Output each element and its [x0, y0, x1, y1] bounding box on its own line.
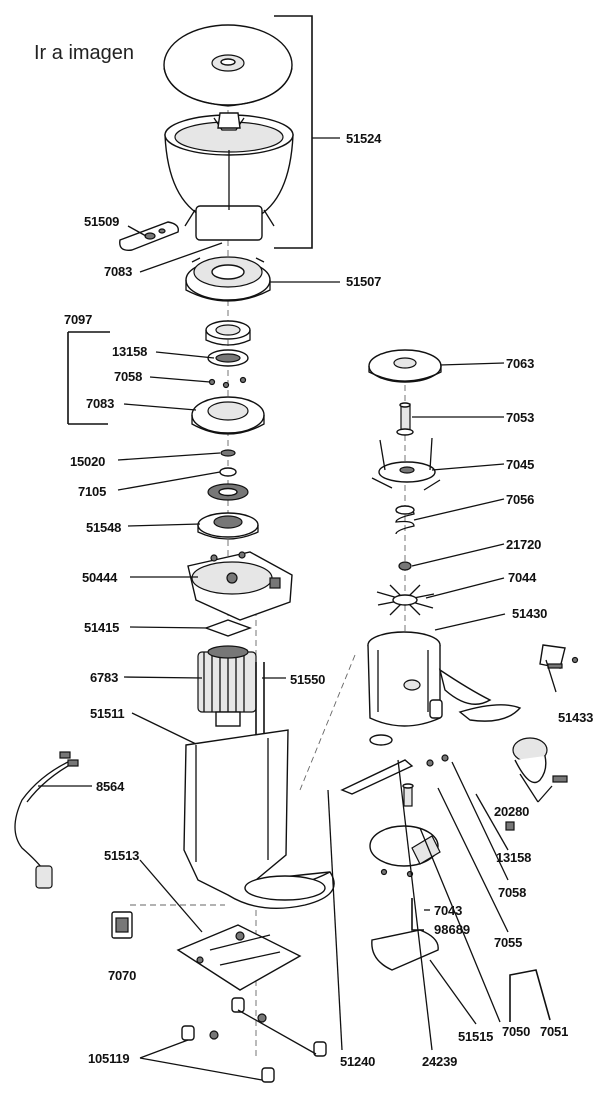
label-7070: 7070: [108, 968, 136, 983]
label-98689: 98689: [434, 922, 470, 937]
label-50444: 50444: [82, 570, 118, 585]
gasket-51415: [203, 619, 253, 637]
disc-7043: [369, 825, 441, 878]
label-7105: 7105: [78, 484, 106, 499]
feet-105119: [181, 997, 327, 1083]
pin-7058-right: [402, 783, 414, 807]
switch-7070: [111, 911, 133, 939]
label-13158-right: 13158: [496, 850, 531, 865]
label-7083-mid: 7083: [86, 396, 114, 411]
label-8564: 8564: [96, 779, 125, 794]
label-105119: 105119: [88, 1051, 129, 1066]
motor-6783: [197, 645, 257, 727]
label-7058-right: 7058: [498, 885, 526, 900]
lower-burr-51548: [197, 512, 259, 540]
label-21720: 21720: [506, 537, 541, 552]
label-51511: 51511: [90, 706, 124, 721]
bracket-7097: [67, 331, 110, 425]
label-7043: 7043: [434, 903, 462, 918]
doser-flaps: [438, 668, 522, 722]
label-15020: 15020: [70, 454, 105, 469]
label-7051: 7051: [540, 1024, 568, 1039]
upper-burr: [205, 320, 251, 346]
shaft-7053: [396, 402, 414, 436]
label-7058-left: 7058: [114, 369, 142, 384]
base-plate-51513: [176, 924, 302, 991]
hopper-lid: [163, 24, 293, 107]
star-7044: [376, 584, 435, 616]
power-cable-8564: [14, 751, 79, 889]
go-to-image-link[interactable]: Ir a imagen: [34, 42, 134, 64]
burr-holder-7083: [191, 396, 265, 435]
label-24239: 24239: [422, 1054, 457, 1069]
bracket-51524: [274, 15, 313, 249]
label-51507: 51507: [346, 274, 381, 289]
burr-carrier-ring: [185, 256, 271, 302]
label-51550: 51550: [290, 672, 325, 687]
label-7045: 7045: [506, 457, 534, 472]
label-51509: 51509: [84, 214, 119, 229]
lever-20280: [512, 737, 568, 784]
motor-support-50444: [187, 551, 293, 621]
label-7097: 7097: [64, 312, 92, 327]
label-51548: 51548: [86, 520, 121, 535]
label-51515: 51515: [458, 1029, 493, 1044]
label-7063: 7063: [506, 356, 534, 371]
grinder-body-51511: [183, 729, 335, 909]
label-51524: 51524: [346, 131, 382, 146]
label-51513: 51513: [104, 848, 139, 863]
lever-assembly: [340, 734, 449, 795]
bearing-ring: [207, 483, 249, 501]
label-7053: 7053: [506, 410, 534, 425]
dosing-lid-7063: [368, 349, 442, 383]
washer-7105: [219, 467, 237, 477]
star-7045: [371, 437, 441, 491]
nut-21720: [398, 561, 412, 571]
label-51415: 51415: [84, 620, 119, 635]
spring-axis: [299, 654, 356, 791]
label-7055: 7055: [494, 935, 522, 950]
label-7083-top: 7083: [104, 264, 132, 279]
plate-51515: [371, 929, 439, 971]
label-6783: 6783: [90, 670, 118, 685]
label-51240: 51240: [340, 1054, 375, 1069]
leader-lines: [38, 137, 557, 1081]
block-13158: [505, 821, 515, 831]
small-screws-7058: [208, 376, 247, 389]
hopper-bowl: [164, 112, 294, 241]
label-51430: 51430: [512, 606, 547, 621]
label-7044: 7044: [508, 570, 537, 585]
label-51433: 51433: [558, 710, 593, 725]
bracket-7043-98689: [411, 898, 424, 931]
spring-7056: [395, 505, 415, 535]
label-7056: 7056: [506, 492, 534, 507]
hopper-slide-gate: [119, 221, 179, 251]
label-7050: 7050: [502, 1024, 530, 1039]
nut-15020: [220, 449, 236, 457]
doser-housing-51430: [367, 631, 443, 727]
label-20280: 20280: [494, 804, 529, 819]
bracket-51433: [539, 644, 579, 669]
label-13158-left: 13158: [112, 344, 147, 359]
